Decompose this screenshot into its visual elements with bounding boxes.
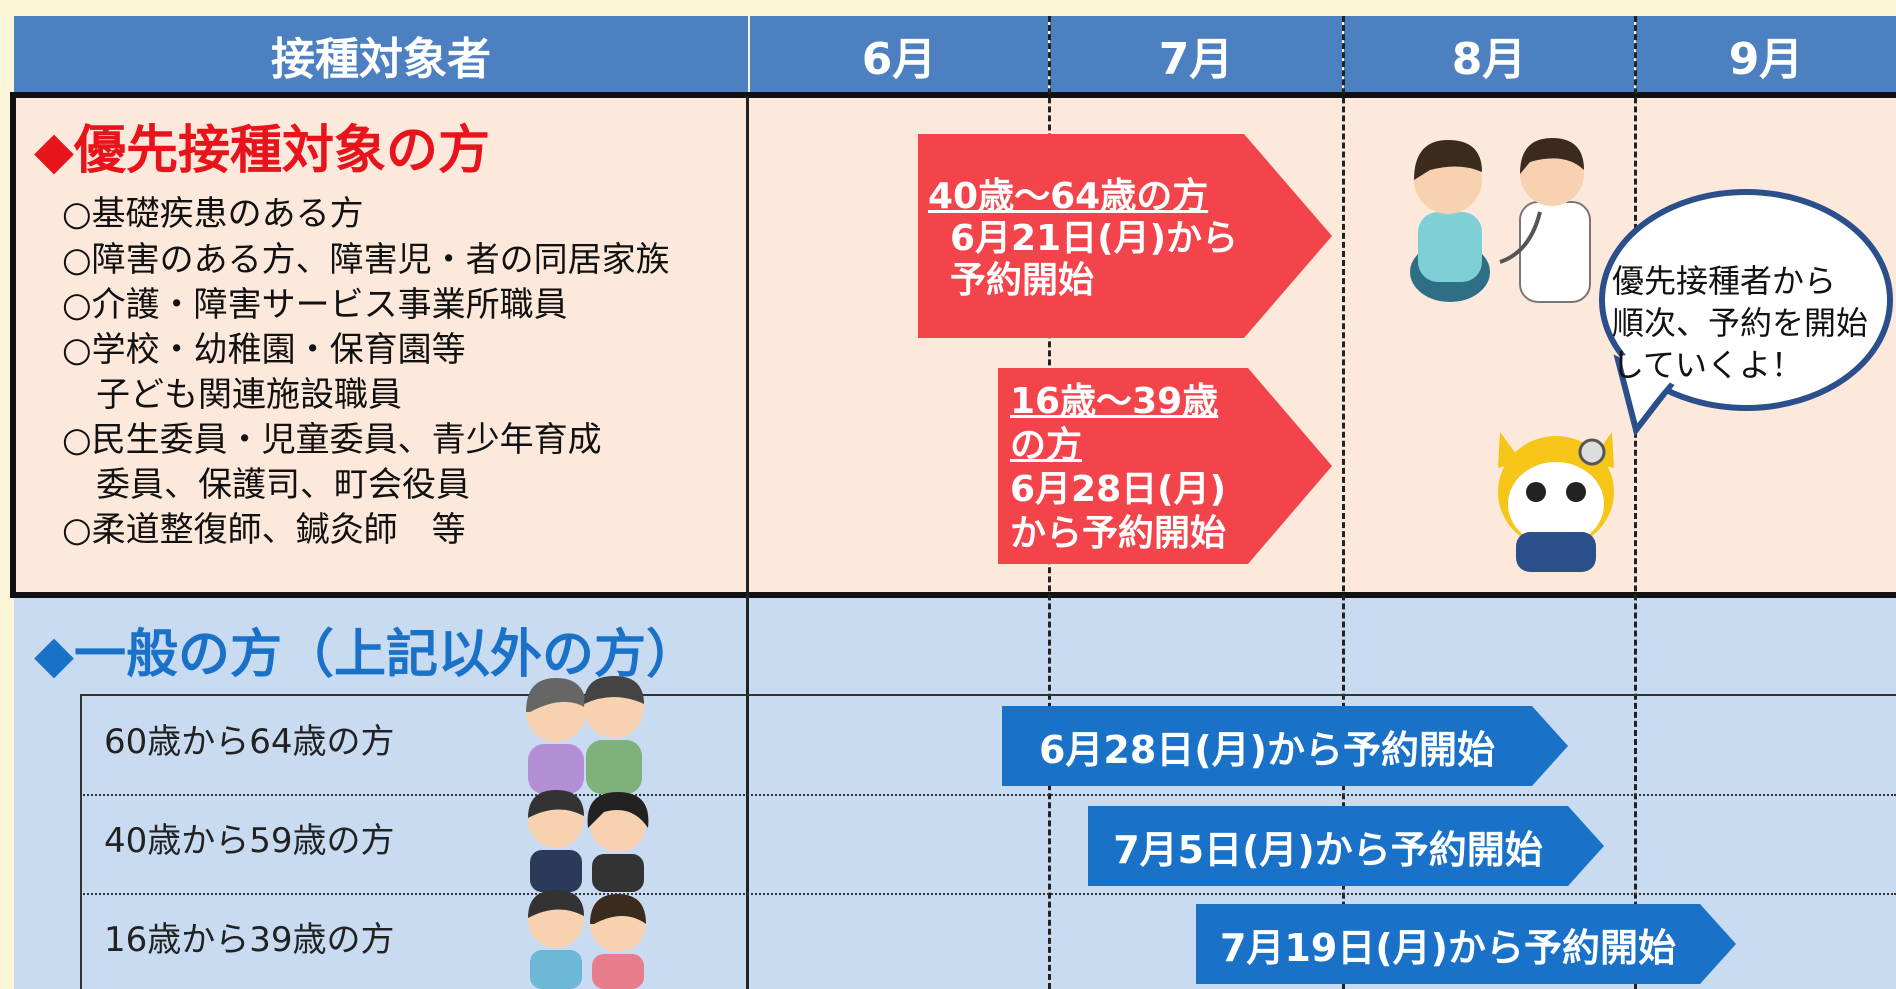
- priority-top-border: [14, 92, 1896, 98]
- header-target: 接種対象者: [14, 16, 748, 94]
- priority-item: ○学校・幼稚園・保育園等: [62, 330, 466, 370]
- general-row-line: [80, 694, 1896, 696]
- red-arrow-40-64-line2: 6月21日(月)から: [950, 218, 1239, 259]
- general-row-frame-left: [80, 694, 82, 989]
- middle-aged-couple-illustration: [528, 790, 649, 892]
- red-arrow-40-64-line3: 予約開始: [950, 260, 1095, 301]
- red-arrow-16-39-line2: の方: [1010, 425, 1083, 466]
- priority-bottom-border: [14, 592, 1896, 598]
- priority-item: ○柔道整復師、鍼灸師 等: [62, 510, 466, 550]
- column-divider: [746, 96, 749, 989]
- red-arrow-40-64-line1: 40歳～64歳の方: [928, 176, 1209, 217]
- general-row-line: [80, 893, 1896, 895]
- month-separator-8-9: [1634, 16, 1637, 989]
- owl-mascot-illustration: [1498, 432, 1614, 572]
- general-row-label-60-64: 60歳から64歳の方: [104, 722, 395, 762]
- general-row-label-40-59: 40歳から59歳の方: [104, 821, 395, 861]
- header-month-7: 7月: [1050, 16, 1342, 94]
- red-arrow-16-39-text: 16歳～39歳 の方 6月28日(月) から予約開始: [1010, 380, 1226, 556]
- red-arrow-16-39-line1: 16歳～39歳: [1010, 381, 1219, 422]
- speech-bubble-line2: 順次、予約を開始: [1612, 304, 1869, 342]
- speech-bubble-text: 優先接種者から 順次、予約を開始 していくよ！: [1612, 260, 1868, 386]
- priority-item: ○介護・障害サービス事業所職員: [62, 285, 568, 325]
- general-row-label-16-39: 16歳から39歳の方: [104, 920, 395, 960]
- priority-item: 委員、保護司、町会役員: [62, 465, 470, 505]
- red-arrow-40-64: [918, 134, 1332, 338]
- elderly-couple-illustration: [526, 676, 644, 794]
- priority-item: 子ども関連施設職員: [62, 375, 402, 415]
- blue-bar-40-59: 7月5日(月)から予約開始: [1113, 827, 1543, 872]
- speech-bubble-line3: していくよ！: [1612, 346, 1804, 384]
- general-row-line: [80, 794, 1896, 796]
- header-month-6: 6月: [750, 16, 1048, 94]
- blue-bar-60-64-shape: [1002, 706, 1568, 786]
- blue-bar-16-39: 7月19日(月)から予約開始: [1219, 925, 1677, 970]
- blue-bar-16-39-shape: [1196, 904, 1736, 984]
- blue-bar-60-64: 6月28日(月)から予約開始: [1038, 727, 1496, 772]
- red-arrow-16-39: [998, 368, 1332, 564]
- priority-item: ○基礎疾患のある方: [62, 194, 364, 234]
- priority-item: ○民生委員・児童委員、青少年育成: [62, 420, 602, 460]
- general-title: ◆一般の方（上記以外の方）: [34, 625, 698, 685]
- header-month-9: 9月: [1636, 16, 1896, 94]
- blue-bar-40-59-shape: [1088, 806, 1604, 886]
- speech-bubble-line1: 優先接種者から: [1612, 262, 1837, 300]
- speech-bubble: [1599, 189, 1893, 437]
- red-arrow-16-39-line3: 6月28日(月): [1010, 469, 1227, 510]
- red-arrow-40-64-text: 40歳～64歳の方 6月21日(月)から 予約開始: [928, 176, 1238, 302]
- red-arrow-16-39-line4: から予約開始: [1010, 513, 1227, 554]
- priority-title: ◆優先接種対象の方: [34, 121, 490, 181]
- young-couple-illustration: [528, 890, 646, 989]
- header-month-8: 8月: [1344, 16, 1634, 94]
- priority-item: ○障害のある方、障害児・者の同居家族: [62, 240, 670, 280]
- priority-left-border: [10, 92, 16, 598]
- doctor-patient-illustration: [1410, 138, 1591, 303]
- month-separator-7-8: [1342, 16, 1345, 989]
